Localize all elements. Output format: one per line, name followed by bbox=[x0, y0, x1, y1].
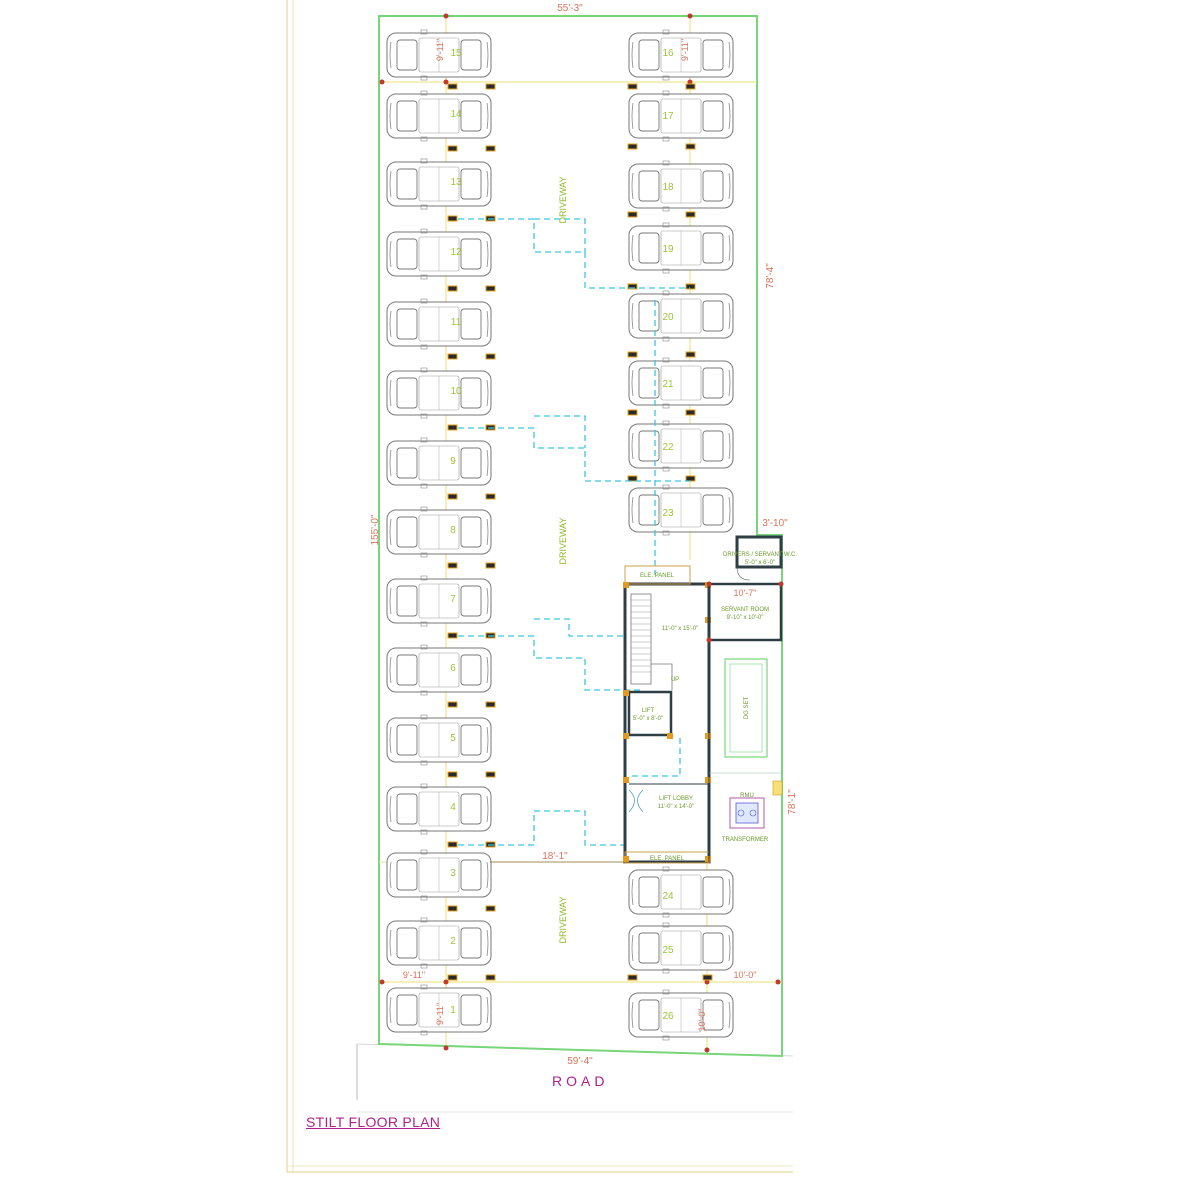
servant-room-label: SERVANT ROOM bbox=[721, 607, 769, 613]
ele-panel-top-label: ELE. PANEL bbox=[640, 573, 675, 579]
drivers-wc-size-label: 5'-0" x 6'-0" bbox=[745, 560, 775, 566]
slot-number: 22 bbox=[662, 442, 674, 453]
core-block bbox=[623, 565, 711, 864]
lift-lobby-label: LIFT LOBBY bbox=[659, 796, 693, 802]
transformer-label: TRANSFORMER bbox=[722, 837, 769, 843]
dim-annex: 3'-10" bbox=[762, 518, 788, 529]
servant-room-size-label: 9'-10" x 10'-0" bbox=[727, 615, 764, 621]
slot-number: 21 bbox=[662, 379, 674, 390]
slot-number: 12 bbox=[450, 247, 462, 258]
slot-number: 2 bbox=[450, 936, 456, 947]
slot-number: 7 bbox=[450, 594, 456, 605]
sheet-border bbox=[286, 0, 793, 1173]
slot-number: 9 bbox=[450, 456, 456, 467]
slot-number: 13 bbox=[450, 177, 462, 188]
driveway-label-bottom: DRIVEWAY bbox=[558, 896, 568, 943]
dim-slot-width-left: 9'-11" bbox=[403, 970, 425, 980]
left-slot-numbers: 15 14 13 12 11 10 9 8 7 6 5 4 3 2 1 bbox=[450, 48, 462, 1016]
slot-number: 19 bbox=[662, 244, 674, 255]
slot-number: 11 bbox=[451, 317, 462, 328]
slot-number: 5 bbox=[450, 733, 456, 744]
stair-size-label: 11'-0" x 15'-0" bbox=[662, 626, 698, 632]
dim-lobby-offset: 18'-1" bbox=[542, 851, 568, 862]
road-label: ROAD bbox=[552, 1073, 609, 1089]
slot-number: 24 bbox=[662, 891, 674, 902]
slot-number: 10 bbox=[450, 386, 462, 397]
slot-number: 18 bbox=[662, 182, 674, 193]
slot-number: 6 bbox=[450, 663, 456, 674]
slot-number: 23 bbox=[662, 508, 674, 519]
driveway-label-top: DRIVEWAY bbox=[558, 176, 568, 223]
dim-slot-depth-bottom-right: 10'-0" bbox=[697, 1009, 707, 1032]
grid-markers bbox=[379, 13, 781, 1053]
slot-number: 16 bbox=[662, 48, 674, 59]
slot-number: 4 bbox=[450, 802, 456, 813]
dim-bottom: 59'-4" bbox=[567, 1056, 593, 1067]
dim-right-lower: 78'-1" bbox=[787, 789, 798, 815]
lift-size-label: 5'-0" x 8'-0" bbox=[633, 716, 663, 722]
dim-left: 155'-0" bbox=[370, 514, 381, 545]
lift-label: LIFT bbox=[642, 708, 655, 714]
dim-slot-depth-bottom-left: 9'-11" bbox=[435, 1003, 445, 1025]
slot-number: 25 bbox=[662, 945, 674, 956]
lift-lobby-size-label: 11'-0" x 14'-0" bbox=[658, 804, 694, 810]
drainage-lines bbox=[458, 218, 690, 846]
right-parking-cars bbox=[628, 29, 734, 1041]
up-label: UP bbox=[671, 677, 679, 683]
slot-number: 17 bbox=[662, 111, 674, 122]
plot-boundary bbox=[378, 15, 783, 1058]
dim-slot-depth-top-right: 9'-11" bbox=[680, 39, 690, 61]
slot-number: 8 bbox=[450, 525, 456, 536]
slot-number: 15 bbox=[450, 48, 462, 59]
ele-panel-bottom-label: ELE. PANEL bbox=[650, 856, 685, 862]
right-slot-numbers: 16 17 18 19 20 21 22 23 24 25 26 bbox=[662, 48, 674, 1022]
rmu-label: RMU bbox=[740, 793, 754, 799]
dim-top: 55'-3" bbox=[557, 3, 583, 14]
drivers-wc-label: DRIVERS / SERVANT W.C. bbox=[723, 552, 797, 558]
slot-number: 3 bbox=[450, 868, 456, 879]
driveway-label-middle: DRIVEWAY bbox=[558, 517, 568, 564]
slot-number: 20 bbox=[662, 312, 674, 323]
dim-servant-width: 10'-7" bbox=[734, 588, 757, 598]
left-parking-cars bbox=[386, 29, 492, 1036]
slot-number: 1 bbox=[450, 1005, 456, 1016]
dim-right-upper: 78'-4" bbox=[765, 263, 776, 289]
plan-title: STILT FLOOR PLAN bbox=[306, 1114, 441, 1130]
slot-number: 14 bbox=[450, 109, 462, 120]
service-annex bbox=[706, 535, 784, 862]
slot-number: 26 bbox=[662, 1011, 674, 1022]
dim-slot-width-right: 10'-0" bbox=[734, 970, 757, 980]
dim-slot-depth-top-left: 9'-11" bbox=[435, 39, 445, 61]
dg-set-label: DG SET bbox=[744, 697, 750, 720]
